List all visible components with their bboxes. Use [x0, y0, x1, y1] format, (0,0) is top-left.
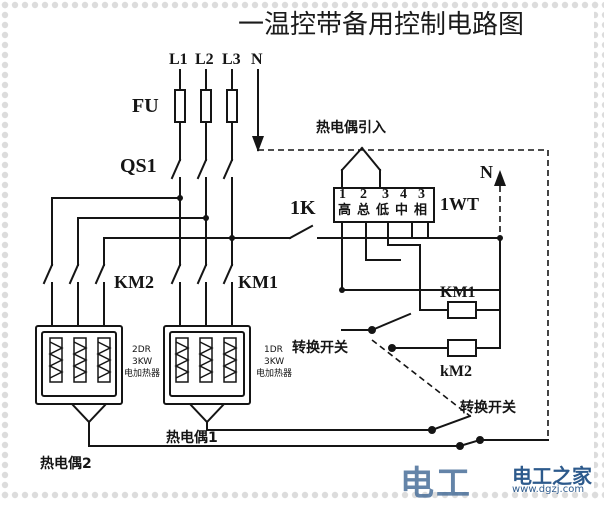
- coil-km2-label: kM2: [440, 363, 472, 380]
- instrument-label: 1WT: [440, 194, 479, 214]
- terminal-5: 3: [418, 187, 425, 202]
- label-l2: L2: [195, 51, 214, 68]
- terminal-total: 总: [357, 202, 370, 218]
- heater1-name: 1DR: [264, 345, 283, 355]
- heater1-type: 电加热器: [256, 367, 292, 379]
- thermocouple-in-label: 热电偶引入: [316, 119, 386, 136]
- dashed-links: [258, 149, 549, 440]
- label-n-right: N: [480, 162, 493, 182]
- diagram-title: 一温控带备用控制电路图: [238, 10, 525, 40]
- wiring: [35, 69, 549, 450]
- heater-elements-1: [174, 337, 238, 383]
- label-1k: 1K: [290, 197, 316, 219]
- chinese-labels: 热电偶引入 高 总 低 中 相 转换开关 转换开关 2DR 3KW 电加热器 1…: [40, 119, 516, 472]
- watermark-big-text: 电工: [400, 464, 472, 504]
- watermark: 电工 电工之家 www.dgzj.com: [400, 456, 600, 504]
- label-km2: KM2: [114, 272, 154, 292]
- thermocouple-1-label: 热电偶1: [166, 429, 218, 446]
- diagram-labels: L1 L2 L3 N FU QS1 1K N 1 2 3 4 3 1WT KM2…: [114, 51, 493, 380]
- terminal-high: 高: [338, 202, 351, 218]
- watermark-logo-text: 电工之家: [512, 464, 592, 488]
- heater2-name: 2DR: [132, 345, 151, 355]
- terminal-phase: 相: [414, 202, 427, 218]
- label-qs1: QS1: [120, 155, 157, 177]
- arrows: [252, 136, 506, 186]
- heater2-power: 3KW: [132, 357, 152, 367]
- terminal-3: 3: [382, 187, 389, 202]
- label-l1: L1: [169, 51, 188, 68]
- heater1-power: 3KW: [264, 357, 284, 367]
- changeover-switch-1-label: 转换开关: [292, 339, 348, 356]
- heater2-type: 电加热器: [124, 367, 160, 379]
- coil-km1-label: KM1: [440, 284, 476, 301]
- heater-elements-2: [48, 337, 112, 383]
- terminal-2: 2: [360, 187, 367, 202]
- watermark-url: www.dgzj.com: [512, 484, 585, 495]
- terminal-4: 4: [400, 187, 407, 202]
- terminal-1: 1: [339, 187, 346, 202]
- label-km1: KM1: [238, 272, 278, 292]
- terminal-mid: 中: [395, 202, 408, 218]
- terminal-low: 低: [375, 202, 389, 218]
- label-n-top: N: [251, 51, 263, 68]
- label-l3: L3: [222, 51, 241, 68]
- thermocouple-2-label: 热电偶2: [40, 455, 92, 472]
- changeover-switch-2-label: 转换开关: [460, 399, 516, 416]
- junction-dots: [177, 195, 503, 293]
- label-fu: FU: [132, 95, 159, 117]
